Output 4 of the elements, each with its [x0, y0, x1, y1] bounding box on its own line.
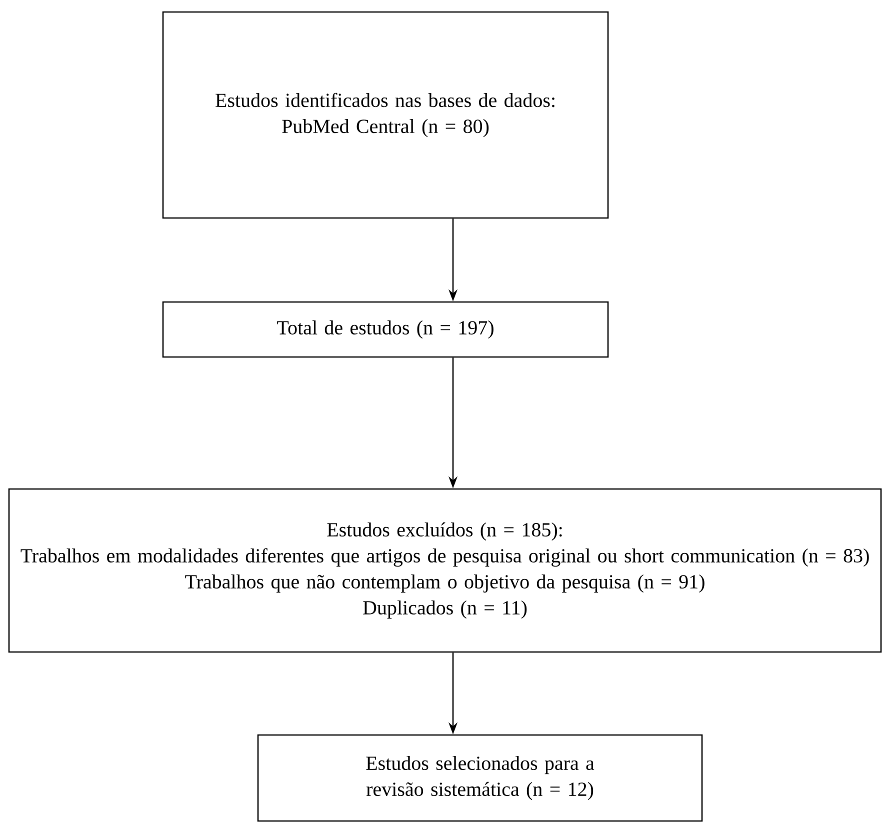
process-box: Estudos selecionados para a revisão sistemática (n = 12) [257, 734, 703, 822]
process-box: Estudos identificados nas bases de dados: PubMed Central (n = 80) [162, 11, 609, 219]
process-box: Estudos excluídos (n = 185): Trabalhos em modalidades diferentes que artigos de pesquisa original ou short communication (n = 83) Trabalhos que não contemplam o objetivo da pesquisa (n = 91) Duplicados (n = 11) [8, 488, 882, 653]
process-box: Total de estudos (n = 197) [162, 301, 609, 358]
